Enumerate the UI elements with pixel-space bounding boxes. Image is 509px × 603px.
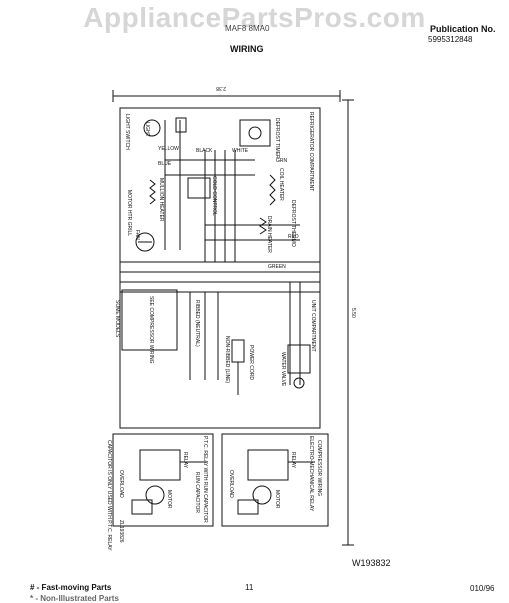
label-dimension-side: 5.50 [350,308,356,318]
label-capacitor-note: CAPACITOR IS ONLY USED WITH P.T.C. RELAY [106,440,112,551]
label-relay-ptc: RELAY [182,452,188,469]
label-mullion-heater: MULLION HEATER [158,178,164,222]
label-wire-green: GREEN [268,264,286,270]
page-date: 010/96 [470,584,495,593]
legend-non-illustrated: * - Non-Illustrated Parts [30,594,119,603]
label-run-capacitor: RUN CAPACITOR [194,472,200,513]
label-see-compressor-wiring: SEE COMPRESSOR WIRING [148,296,154,364]
page-title: WIRING [230,44,264,54]
label-wire-red: RED [288,234,299,240]
label-fan: FAN [134,230,140,240]
label-unit-compartment: UNIT COMPARTMENT [310,300,316,352]
label-wire-blue: BLUE [158,161,172,167]
label-refrigerator-compartment: REFRIGERATOR COMPARTMENT [308,112,314,191]
diagram-id: W193832 [352,558,391,568]
label-light-switch: LIGHT SWITCH [124,114,130,150]
label-power-cord: POWER CORD [248,345,254,380]
label-compressor-wiring: COMPRESSOR WIRING [316,440,322,496]
label-relay-em: RELAY [290,452,296,469]
label-dimension-top: 2.38 [216,85,226,91]
label-water-valve: WATER VALVE [280,352,286,387]
label-wire-black: BLACK [196,148,213,154]
label-wire-yellow: YELLOW [158,146,179,152]
label-motor-htr-grill: MOTOR HTR GRILL [126,190,132,236]
label-non-ribbed: NON-RIBBED (LINE) [224,336,230,384]
label-motor-em: MOTOR [274,490,280,509]
page-number: 11 [245,583,254,592]
label-electro-mechanical-relay: ELECTRO-MECHANICAL RELAY [308,436,314,512]
model-number: MAF8 8MA0 [225,24,270,33]
label-some-models: SOME MODELS [114,300,120,338]
label-code: ZL193826 [118,520,124,543]
label-drain-heater: DRAIN HEATER [266,216,272,253]
label-cold-control: COLD CONTROL [211,176,217,216]
legend-fast-moving: # - Fast-moving Parts [30,583,112,592]
label-light: LIGHT [144,122,150,137]
publication-label: Publication No. [430,24,496,34]
label-defrost-timer: DEFROST TIMER [274,118,280,159]
label-defrost-thermo: DEFROST THERMO [290,200,296,247]
label-overload-em: OVERLOAD [228,470,234,498]
publication-number: 5995312848 [428,35,473,44]
label-ptc-relay: P.T.C. RELAY WITH RUN CAPACITOR [202,436,208,523]
label-wire-grn: GRN [276,158,288,164]
label-motor-ptc: MOTOR [166,490,172,509]
watermark: AppliancePartsPros.com [83,2,426,33]
label-overload-ptc: OVERLOAD [118,470,124,498]
label-wire-white: WHITE [232,148,249,154]
label-coil-heater: COIL HEATER [278,168,284,201]
label-ribbed: RIBBED (NEUTRAL) [194,300,200,347]
